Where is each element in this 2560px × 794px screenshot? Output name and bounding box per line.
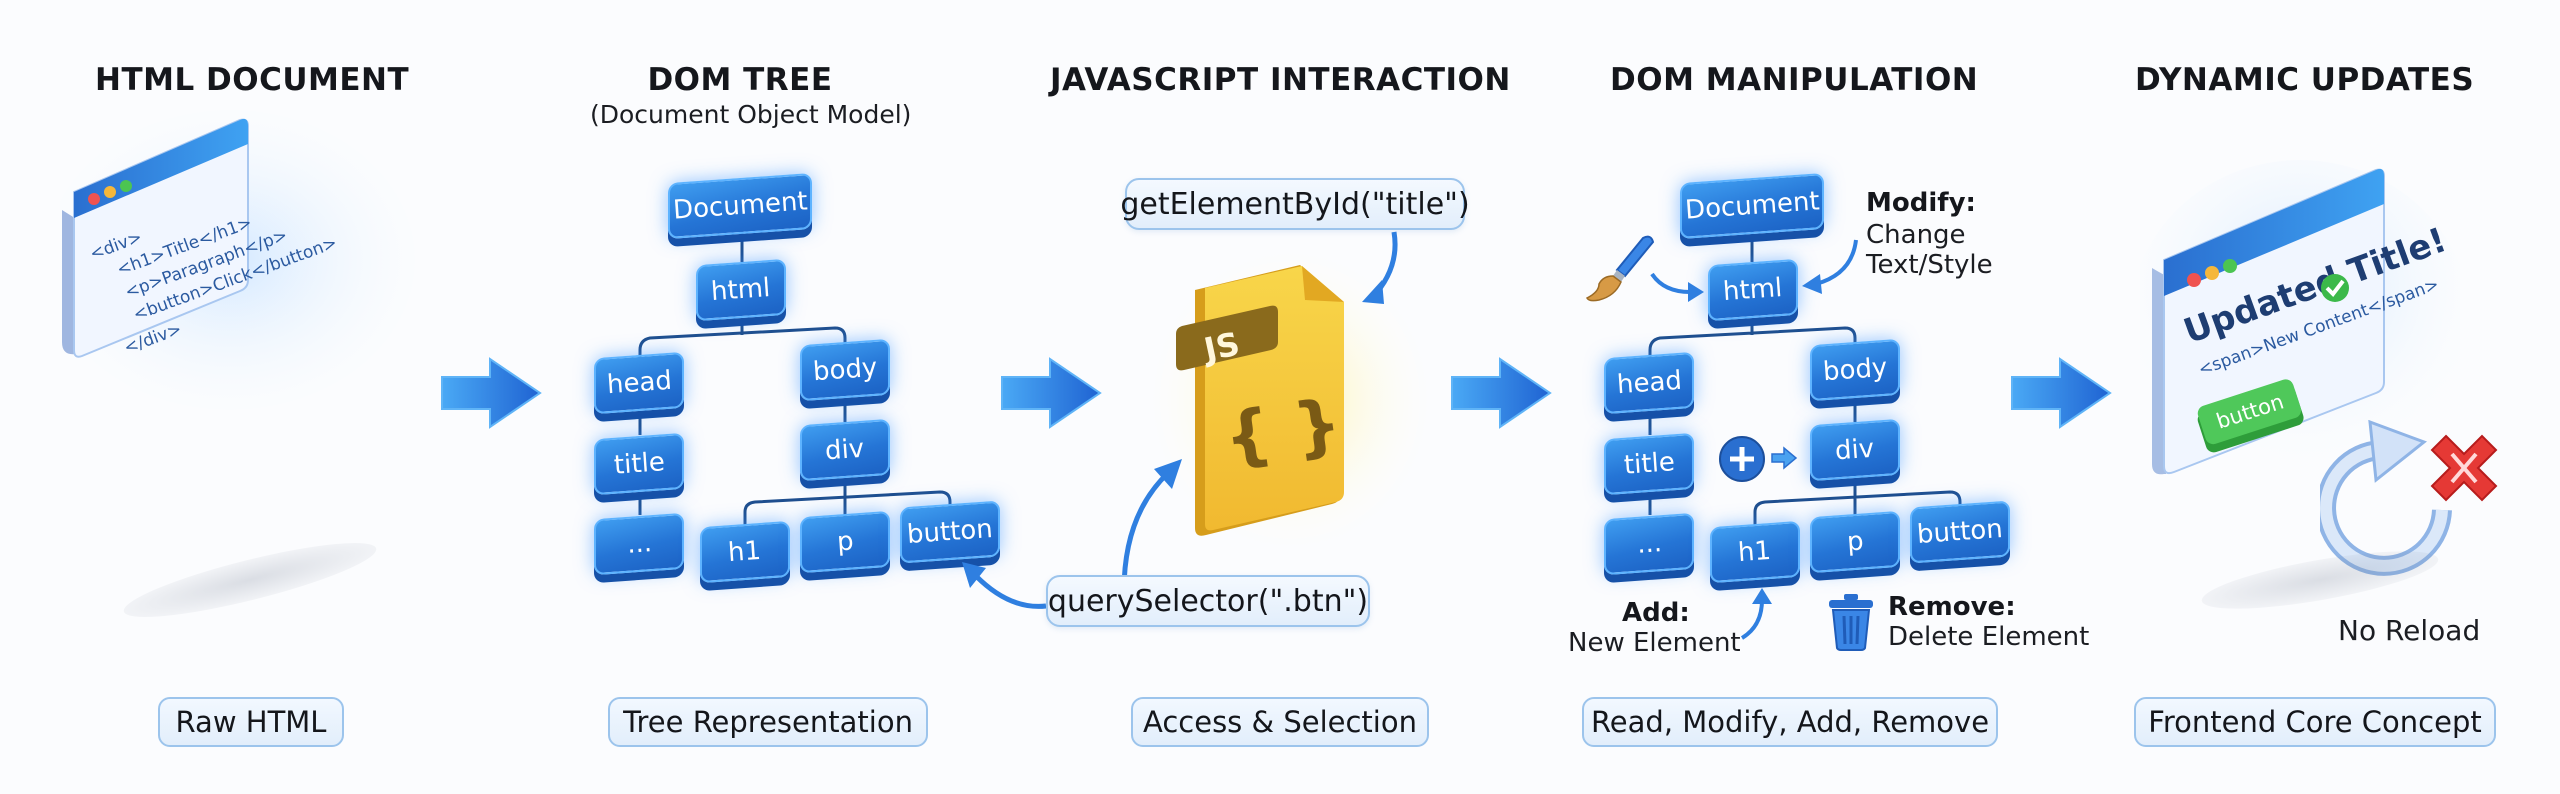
browser-window-updated: Updated Title! <span>New Content</span> … [2140,160,2460,480]
error-x-icon [2430,434,2498,502]
tree-node-html: html [696,258,786,322]
window-maximize-dot [120,180,132,192]
section-heading-html-document: HTML DOCUMENT [95,62,410,98]
tree-node-head: head [594,351,684,415]
section-heading-dom-manipulation: DOM MANIPULATION [1610,62,1979,98]
window-close-dot [2187,273,2201,287]
js-braces-glyph: { } [1219,384,1346,477]
js-file-icon: JS { } [1140,240,1440,560]
curved-arrow-icon [1740,588,1772,640]
tree-node-div: div [800,418,890,482]
tree-node-ellipsis: ... [1604,512,1694,576]
reload-icon [2320,420,2452,576]
curved-arrow-icon [1121,459,1182,592]
curved-arrow-icon [1362,231,1398,304]
tree-node-button: button [900,500,1000,564]
tree-node-h1: h1 [1710,520,1800,584]
section-heading-js-interaction: JAVASCRIPT INTERACTION [1050,62,1511,98]
section-subheading-dom: (Document Object Model) [590,100,912,129]
window-maximize-dot [2223,259,2237,273]
tree-node-ellipsis: ... [594,512,684,576]
tree-node-head: head [1604,351,1694,415]
tree-node-p: p [1810,510,1900,574]
paintbrush-icon [1585,235,1655,302]
trash-icon [1829,594,1873,651]
window-close-dot [88,193,100,205]
remove-text: Delete Element [1888,622,2090,652]
tree-node-button: button [1910,500,2010,564]
modify-label: Modify: [1866,188,1976,218]
modify-text-change: Change [1866,220,1966,250]
curved-arrow-icon [962,562,1047,609]
window-minimize-dot [104,186,116,198]
flow-arrow-icon [2011,357,2112,429]
flow-arrow-icon [1001,357,1102,429]
caption-access-selection: Access & Selection [1131,697,1429,747]
window-minimize-dot [2205,266,2219,280]
browser-window-html: <div> <h1>Title</h1> <p>Paragraph</p> <b… [60,110,415,410]
tree-node-h1: h1 [700,520,790,584]
add-label: Add: [1622,598,1690,628]
success-check-icon [2321,274,2349,302]
remove-label: Remove: [1888,592,2016,622]
curved-arrow-icon [1650,272,1704,302]
flow-arrow-icon [1451,357,1552,429]
add-text: New Element [1568,628,1741,658]
method-get-element-by-id: getElementById("title") [1120,178,1470,230]
tree-node-title: title [1604,432,1694,496]
tree-node-p: p [800,510,890,574]
flow-arrow-icon [441,357,542,429]
window-shadow [119,529,381,631]
section-heading-dynamic-updates: DYNAMIC UPDATES [2135,62,2475,98]
tree-node-document: Document [1680,172,1824,240]
tree-node-div: div [1810,418,1900,482]
method-query-selector: querySelector(".btn") [1046,575,1370,627]
tree-node-title: title [594,432,684,496]
add-plus-icon [1719,436,1798,482]
tree-node-body: body [1810,338,1900,402]
caption-read-modify-add-remove: Read, Modify, Add, Remove [1582,697,1998,747]
curved-arrow-icon [1802,239,1858,294]
tree-node-body: body [800,338,890,402]
tree-node-html: html [1708,258,1798,322]
tree-node-document: Document [668,172,812,240]
caption-raw-html: Raw HTML [158,697,344,747]
caption-tree-representation: Tree Representation [608,697,928,747]
caption-frontend-core-concept: Frontend Core Concept [2134,697,2496,747]
no-reload-label: No Reload [2338,614,2481,647]
section-heading-dom-tree: DOM TREE [647,62,833,98]
modify-text-style: Text/Style [1866,250,1993,280]
tree-connectors [1648,230,1962,525]
tree-connectors [638,230,952,525]
